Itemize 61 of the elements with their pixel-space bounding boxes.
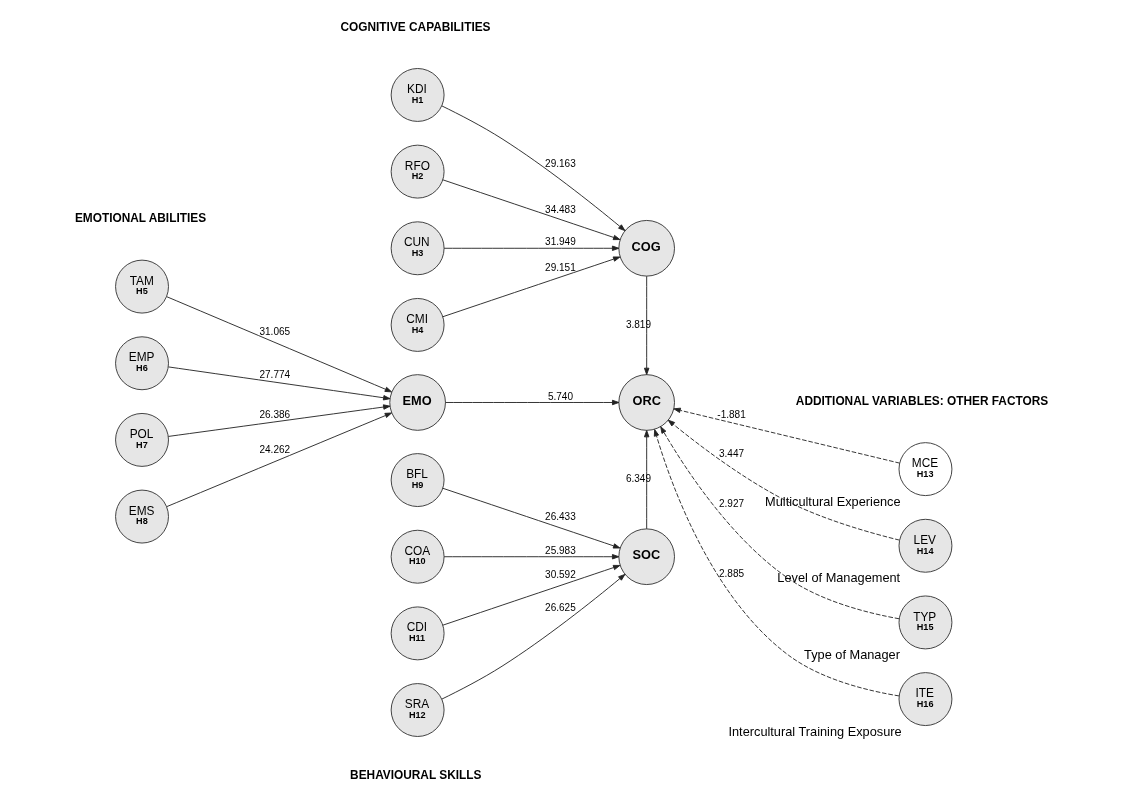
node-circle: EMO [389,374,446,431]
node-label: Level of Management [777,570,901,586]
label: EMOTIONAL ABILITIES [74,211,207,226]
edge-label: 30.592 [545,569,576,581]
arrow [445,399,620,406]
node-circle: RFO H2 [390,144,445,199]
arrow [667,419,900,541]
node-circle: ITE H16 [898,672,953,726]
arrow [653,429,900,697]
arrow [442,487,621,549]
node-circle: CDI H11 [390,606,445,661]
arrow [166,296,393,393]
edge-label: 26.386 [259,408,291,420]
node-label: Intercultural Training Exposure [728,723,902,739]
arrow [673,407,901,464]
arrow [442,179,621,241]
edge-label: 34.483 [545,203,576,215]
edge-label: 29.151 [545,261,576,273]
arrow [660,426,900,620]
label: BEHAVIOURAL SKILLS [350,767,482,782]
label: ADDITIONAL VARIABLES: OTHER FACTORS [795,393,1049,408]
arrow [168,404,391,437]
node-label: Type of Manager [804,647,900,663]
node-circle: SRA H12 [390,683,445,737]
edge-label: 5.740 [547,390,573,402]
node-circle: LEV H14 [898,518,953,573]
arrow [441,105,626,232]
edge-label: 26.625 [545,602,576,614]
node-circle: EMP H6 [115,336,169,391]
arrow [442,256,621,318]
edge-label: 2.885 [719,567,745,579]
node-label: Multicultural Experience [765,493,901,509]
edge-label: -1.881 [717,408,746,420]
node-circle: CMI H4 [390,298,445,352]
arrow [644,275,650,376]
node-circle: TYP H15 [898,595,953,650]
edge-label: 25.983 [545,544,576,556]
edge-label: 26.433 [545,511,576,523]
edge-label: 2.927 [719,498,745,510]
node-circle: MCE H13 [898,442,953,497]
label: COGNITIVE CAPABILITIES [340,19,491,34]
arrow [443,245,620,251]
arrow [166,412,393,508]
node-circle: KDI H1 [390,68,445,122]
arrow [441,573,626,700]
node-circle: POL H7 [115,413,169,467]
arrow [168,366,391,401]
node-circle: CUN H3 [390,221,445,276]
node-circle: TAM H5 [115,259,169,314]
edge-label: 29.163 [545,157,576,169]
arrow [443,554,620,560]
node-circle: COA H10 [390,529,445,584]
edge-label: 27.774 [259,368,291,380]
edge-label: 31.949 [545,236,576,248]
edge-label: 3.447 [719,448,745,460]
arrow [442,564,621,626]
node-circle: EMS H8 [115,489,169,544]
edge-label: 31.065 [259,325,291,337]
edge-label: 24.262 [259,443,291,455]
arrow [644,430,650,530]
node-circle: BFL H9 [390,453,445,507]
